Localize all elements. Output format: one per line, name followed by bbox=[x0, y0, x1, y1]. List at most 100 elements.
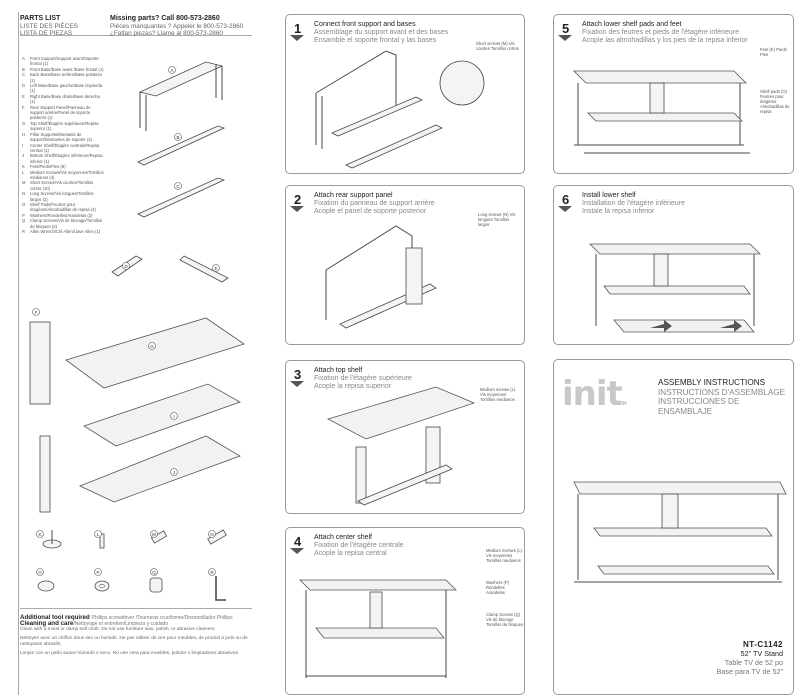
parts-list-title-fr: LISTE DES PIÈCES bbox=[20, 22, 78, 30]
step-3-title-fr: Fixation de l'étagère supérieure bbox=[314, 375, 412, 382]
step-6-title-fr: Installation de l'étagère inférieure bbox=[582, 200, 685, 207]
hardware-row-1 bbox=[42, 529, 227, 549]
part-callout-letter: E bbox=[214, 266, 217, 271]
part-callout-circle bbox=[94, 568, 102, 576]
step-4-number: 4 bbox=[294, 534, 302, 549]
parts-legend-item: O Shelf Pads/Feutres pour étagères/Almoha… bbox=[22, 202, 104, 213]
step-6-number: 6 bbox=[562, 192, 570, 207]
part-f-rear-panel bbox=[29, 321, 51, 405]
step-5-title-es: Acople las almohadillas y los pies de la… bbox=[582, 37, 748, 44]
part-callout-circle bbox=[150, 568, 158, 576]
part-i-center-shelf bbox=[83, 383, 241, 447]
part-callout-letter: R bbox=[210, 570, 214, 575]
parts-legend-key: C bbox=[22, 72, 26, 78]
part-callout-letter: F bbox=[35, 310, 38, 315]
parts-legend-text: Feet/Pieds/Pies (8) bbox=[30, 164, 66, 170]
parts-legend-key: L bbox=[22, 169, 25, 175]
parts-legend-text: Rear Support Panel/Panneau de support ar… bbox=[30, 104, 91, 121]
model-number: NT-C1142 bbox=[742, 640, 783, 649]
parts-legend-text: Washers/Rondelles/Arandelas (2) bbox=[30, 212, 93, 218]
part-callout-letter: K bbox=[38, 532, 42, 537]
parts-legend-text: Bottom Shelf/Étagère inférieure/Repisa i… bbox=[30, 153, 103, 164]
part-callout-circle bbox=[174, 133, 182, 141]
parts-list-header: PARTS LIST LISTE DES PIÈCES LISTA DE PIE… bbox=[20, 14, 252, 37]
step-1-panel: 1 Connect front support and bases Assemb… bbox=[285, 14, 525, 174]
parts-column-border bbox=[18, 12, 19, 695]
parts-legend-text: Back Base/Base arrière/Base posterior (1… bbox=[30, 72, 103, 83]
parts-legend-text: Shelf Pads/Feutres pour étagères/Almohad… bbox=[30, 201, 96, 213]
parts-legend-key: D bbox=[22, 83, 26, 89]
part-callout-letter: C bbox=[176, 184, 180, 189]
step-6-title-en: Install lower shelf bbox=[582, 192, 636, 199]
cover-product-drawing bbox=[573, 481, 787, 583]
step-6-title-es: Instale la repisa inferior bbox=[582, 208, 655, 215]
part-callout-letter: B bbox=[176, 135, 179, 140]
step-6-panel: 6 Install lower shelf Installation de l'… bbox=[553, 185, 794, 345]
parts-legend-key: R bbox=[22, 229, 26, 234]
trademark: TM bbox=[621, 401, 627, 406]
care-title: Cleaning and care bbox=[20, 620, 74, 627]
model-block: NT-C1142 52" TV Stand Table TV de 52 po … bbox=[717, 640, 783, 676]
assembly-es: INSTRUCCIONES DE ENSAMBLAJE bbox=[658, 397, 740, 416]
step-4-panel: 4 Attach center shelf Fixation de l'étag… bbox=[285, 527, 525, 695]
parts-legend-key: N bbox=[22, 191, 26, 197]
size-es: Base para TV de 52" bbox=[716, 667, 783, 676]
parts-legend-text: Front Support/Support avant/Soporte fron… bbox=[30, 56, 99, 67]
part-callout-circle bbox=[208, 568, 216, 576]
parts-legend-text: Right Base/Base droite/Base derecha (1) bbox=[30, 93, 100, 105]
part-callout-circle bbox=[36, 568, 44, 576]
part-callout-letter: A bbox=[170, 68, 174, 73]
step-2-number: 2 bbox=[294, 192, 302, 207]
parts-legend-key: I bbox=[22, 142, 24, 148]
part-callout-circle bbox=[32, 308, 40, 316]
parts-legend-key: O bbox=[22, 201, 26, 207]
step-5-panel: 5 Attach lower shelf pads and feet Fixat… bbox=[553, 14, 794, 174]
part-callout-letter: I bbox=[173, 414, 174, 419]
assembly-instructions: ASSEMBLY INSTRUCTIONS INSTRUCTIONS D'ASS… bbox=[658, 378, 793, 416]
size-en: 52" TV Stand bbox=[740, 649, 783, 658]
part-g-top-shelf bbox=[65, 317, 245, 389]
part-callout-circle bbox=[170, 412, 178, 420]
care-title-alt: /Nettoyage et entretien/Limpieza y cuida… bbox=[73, 621, 169, 627]
step-2-title-es: Acople el panel de soporte posterior bbox=[314, 208, 427, 215]
part-callout-circle bbox=[36, 530, 44, 538]
part-callout-circle bbox=[150, 530, 158, 538]
part-callout-letter: M bbox=[152, 532, 156, 537]
step-1-title-fr: Assemblage du support avant et des bases bbox=[314, 29, 449, 36]
size-fr: Table TV de 52 po bbox=[724, 658, 783, 667]
parts-legend-item: K Feet/Pieds/Pies (8) bbox=[22, 164, 104, 169]
step-4-title-fr: Fixation de l'étagère centrale bbox=[314, 542, 404, 549]
parts-legend-key: A bbox=[22, 56, 25, 61]
step-5-hardware-2: Shelf pads (O) Feutres pour étagères Alm… bbox=[760, 89, 790, 114]
parts-legend-text: Allen Wrench/Clé Allen/Llave Allen (1) bbox=[30, 229, 101, 234]
parts-legend-key: K bbox=[22, 164, 25, 170]
part-callout-letter: Q bbox=[152, 570, 156, 575]
step-1-hardware: Short screws (M) Vis courtes Tornillos c… bbox=[476, 41, 519, 51]
part-callout-circle bbox=[168, 66, 176, 74]
missing-parts-es: ¿Faltan piezas? Llame al 800-573-2860 bbox=[110, 30, 223, 37]
step-3-number: 3 bbox=[294, 367, 302, 382]
care-section: Additional tool required Phillips screwd… bbox=[20, 608, 252, 668]
step-4-hardware-1: Medium Screws (L) Vis moyennes Tornillos… bbox=[486, 548, 523, 563]
assembly-fr: INSTRUCTIONS D'ASSEMBLAGE bbox=[658, 387, 786, 397]
step-4-title-en: Attach center shelf bbox=[314, 534, 372, 541]
step-1-drawing bbox=[290, 35, 485, 169]
part-h-pillar bbox=[39, 435, 51, 513]
cover-panel: initTM ASSEMBLY INSTRUCTIONS INSTRUCTION… bbox=[553, 359, 794, 695]
step-1-title-en: Connect front support and bases bbox=[314, 21, 416, 28]
step-5-hardware-1: Feet (K) Pieds Pies bbox=[760, 47, 787, 57]
parts-list-title-en: PARTS LIST bbox=[20, 15, 61, 22]
part-callout-letter: G bbox=[150, 344, 154, 349]
step-5-drawing bbox=[558, 35, 750, 154]
part-j-bottom-shelf bbox=[78, 435, 241, 503]
